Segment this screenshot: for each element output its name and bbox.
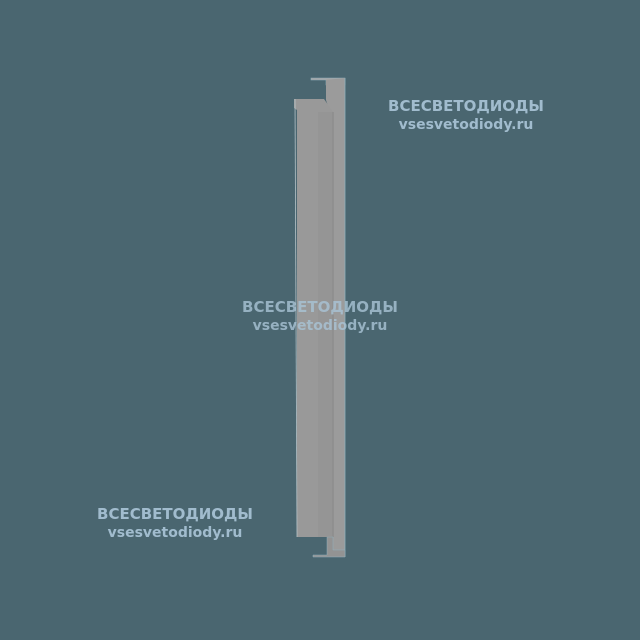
panel-body <box>294 99 333 537</box>
bottom-bracket <box>312 536 346 558</box>
left-edge-highlight <box>294 98 298 538</box>
body-shading <box>318 112 332 537</box>
